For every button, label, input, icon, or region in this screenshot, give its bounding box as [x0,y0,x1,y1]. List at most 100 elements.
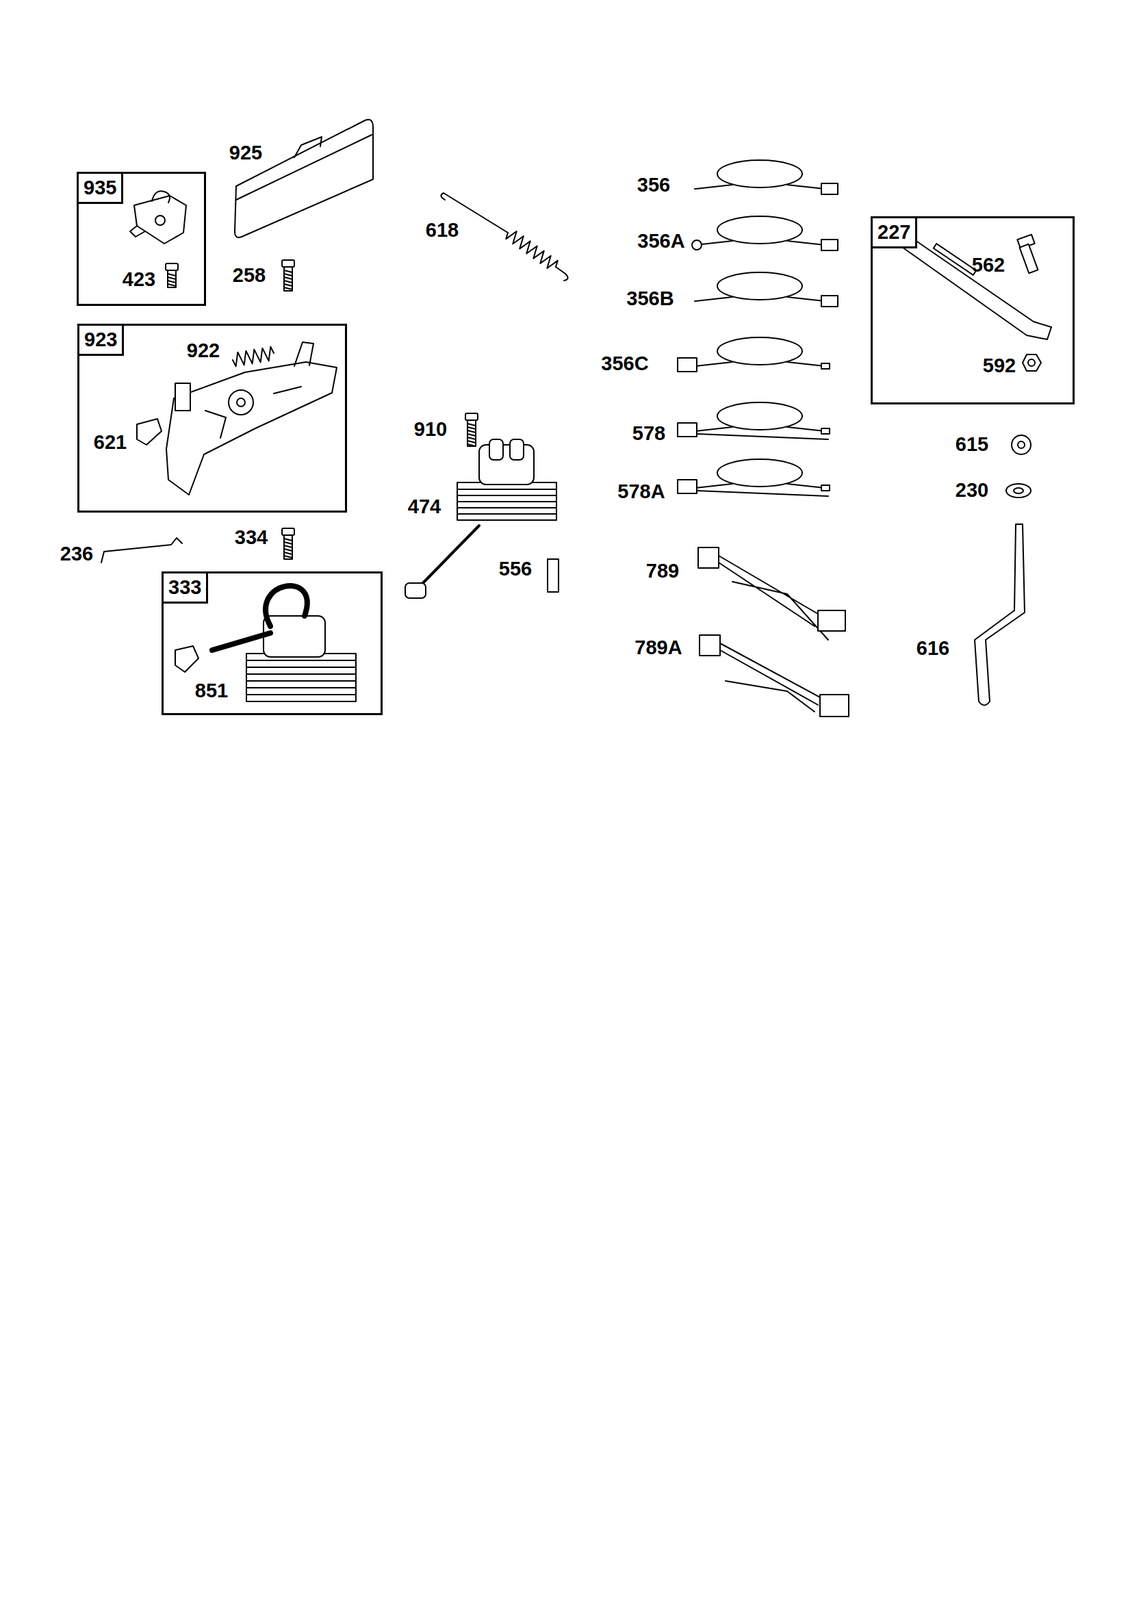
wire [694,184,825,189]
governor-control [205,386,302,439]
terminal [819,694,849,717]
armature [246,666,356,669]
screw [167,273,176,276]
part-group-box: 333 851 [161,571,383,716]
link-rod [101,537,183,563]
washer [1013,488,1024,494]
armature [263,616,326,658]
callout-number: 423 [122,268,156,291]
armature [405,583,426,599]
callout-number: 230 [955,479,989,502]
screw [465,413,478,421]
screw [167,280,176,283]
terminal [821,239,838,251]
wire [717,216,803,244]
armature [246,673,356,675]
governor-control [236,398,246,407]
terminal [821,295,838,307]
part-group-box: 227562592 [870,216,1075,405]
screw [284,280,293,283]
screw [467,427,476,430]
spacer [547,559,559,593]
screw [284,266,293,291]
screw [284,538,293,541]
wire [694,297,825,302]
wire-harness [718,555,829,640]
brake-bar [933,243,977,276]
wire [694,427,825,432]
screw [284,284,293,287]
control-bracket [151,190,170,203]
screw [167,277,176,280]
screw [284,277,293,280]
callout-number: 356B [626,288,674,311]
screw [467,420,476,447]
blower-cover [234,119,374,238]
callout-number: 789A [634,637,682,660]
screw [467,430,476,433]
screw [284,287,293,290]
screw [284,535,293,560]
callout-number: 851 [195,680,228,703]
screw [467,444,476,447]
terminal [699,635,721,656]
terminal [691,240,702,250]
armature [212,633,271,651]
group-number: 923 [79,325,124,356]
wire [717,337,803,365]
armature [246,680,356,682]
screw [165,263,178,271]
screw [284,273,293,276]
armature [418,525,480,588]
washer [1006,483,1031,498]
screw [467,433,476,437]
screw [467,437,476,440]
armature [246,659,356,662]
callout-number: 258 [232,264,266,287]
armature [457,507,557,509]
callout-number: 615 [955,433,989,456]
nut [1022,354,1042,371]
callout-number: 922 [186,340,220,363]
governor-control [166,362,337,495]
nut [1028,359,1035,367]
wire [694,362,825,367]
wire [717,272,803,300]
armature [246,687,356,689]
wire [694,240,825,246]
wire [696,433,829,440]
governor-control [175,383,191,411]
part-group-box: 923922621 [77,323,348,513]
wire [717,459,803,487]
control-bracket [130,225,146,237]
screw [467,440,476,443]
terminal [698,547,719,569]
screw [167,284,176,287]
callout-number: 334 [234,527,268,549]
screw [167,270,176,288]
callout-number: 925 [229,142,263,165]
governor-spring [555,266,569,281]
armature [265,585,308,627]
screw [284,270,293,273]
armature [509,439,524,460]
callout-number: 356A [637,230,685,253]
callout-number: 578 [632,423,666,445]
callout-number: 236 [60,543,94,566]
clip [175,646,199,673]
armature [457,494,557,497]
callout-number: 556 [498,558,532,581]
control-bracket [134,195,187,244]
terminal [821,363,830,369]
armature [457,488,557,491]
wire-harness [720,643,822,712]
callout-number: 789 [646,560,679,583]
group-number: 935 [78,173,124,204]
wire [696,490,829,497]
screw [1019,244,1039,274]
callout-number: 618 [425,219,459,242]
terminal [677,357,697,372]
part-group-box: 935 423 [76,171,207,306]
group-number: 333 [163,573,209,604]
